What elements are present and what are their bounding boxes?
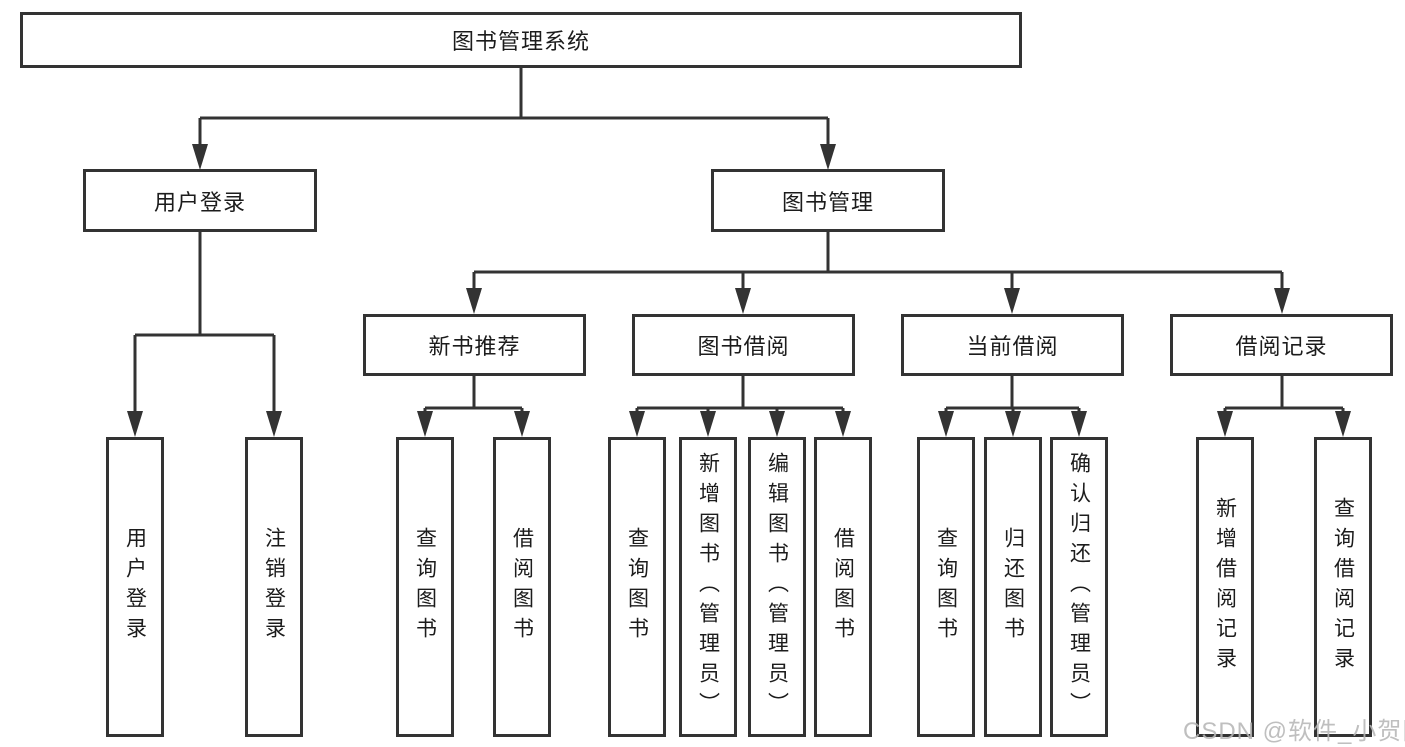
node-label: 注销登录 xyxy=(262,527,286,647)
arrow-down-icon xyxy=(1274,288,1290,314)
node-label: 借阅记录 xyxy=(1235,334,1328,359)
watermark: CSDN @软件_小贺同学 xyxy=(1183,718,1405,745)
arrow-down-icon xyxy=(1335,411,1351,437)
node-label: 图书管理系统 xyxy=(451,29,590,54)
node-label: 查询图书 xyxy=(413,527,437,647)
node-user-login: 用户登录 xyxy=(83,169,317,232)
node-library-management-system: 图书管理系统 xyxy=(20,12,1022,68)
wire-borrow-records-to-leaves xyxy=(1223,376,1345,411)
node-new-book-recommend: 新书推荐 xyxy=(363,314,586,376)
leaf-query-books-current: 查询图书 xyxy=(917,437,975,737)
leaf-borrow-books-borrow: 借阅图书 xyxy=(814,437,872,737)
leaf-add-borrow-record: 新增借阅记录 xyxy=(1196,437,1254,737)
arrow-down-icon xyxy=(1004,288,1020,314)
node-label: 新增借阅记录 xyxy=(1213,497,1237,677)
arrow-down-icon xyxy=(629,411,645,437)
node-label: 当前借阅 xyxy=(966,334,1059,359)
leaf-user-login: 用户登录 xyxy=(106,437,164,737)
node-label: 查询图书 xyxy=(934,527,958,647)
node-label: 新增图书（管理员） xyxy=(696,452,720,722)
leaf-query-books-recommend: 查询图书 xyxy=(396,437,454,737)
node-borrow-records: 借阅记录 xyxy=(1170,314,1393,376)
node-book-borrow: 图书借阅 xyxy=(632,314,855,376)
arrow-down-icon xyxy=(417,411,433,437)
node-label: 查询图书 xyxy=(625,527,649,647)
wire-new-book-to-leaves xyxy=(423,376,524,411)
node-label: 用户登录 xyxy=(123,527,147,647)
node-label: 确认归还（管理员） xyxy=(1067,452,1091,722)
arrow-down-icon xyxy=(735,288,751,314)
arrow-down-icon xyxy=(1005,411,1021,437)
arrow-down-icon xyxy=(835,411,851,437)
node-label: 借阅图书 xyxy=(831,527,855,647)
node-label: 归还图书 xyxy=(1001,527,1025,647)
arrow-down-icon xyxy=(192,144,208,170)
arrow-down-icon xyxy=(820,144,836,170)
leaf-confirm-return-admin: 确认归还（管理员） xyxy=(1050,437,1108,737)
arrow-down-icon xyxy=(514,411,530,437)
leaf-add-books-admin: 新增图书（管理员） xyxy=(679,437,737,737)
arrow-down-icon xyxy=(127,411,143,437)
node-label: 图书管理 xyxy=(781,189,874,215)
arrow-down-icon xyxy=(938,411,954,437)
node-label: 图书借阅 xyxy=(697,334,790,359)
node-label: 用户登录 xyxy=(153,189,246,215)
leaf-query-borrow-record: 查询借阅记录 xyxy=(1314,437,1372,737)
node-book-management: 图书管理 xyxy=(711,169,945,232)
wire-book-management-to-level3 xyxy=(472,232,1284,288)
node-label: 新书推荐 xyxy=(428,334,521,359)
wire-book-borrow-to-leaves xyxy=(635,376,845,411)
arrow-down-icon xyxy=(466,288,482,314)
leaf-borrow-books-recommend: 借阅图书 xyxy=(493,437,551,737)
arrow-down-icon xyxy=(769,411,785,437)
arrow-down-icon xyxy=(1217,411,1233,437)
wire-root-to-level2 xyxy=(198,68,830,144)
node-label: 编辑图书（管理员） xyxy=(765,452,789,722)
arrowheads xyxy=(127,144,1351,437)
leaf-logout: 注销登录 xyxy=(245,437,303,737)
wire-user-login-to-leaves xyxy=(133,232,276,411)
wire-current-borrow-to-leaves xyxy=(944,376,1081,411)
arrow-down-icon xyxy=(700,411,716,437)
leaf-edit-books-admin: 编辑图书（管理员） xyxy=(748,437,806,737)
leaf-return-books: 归还图书 xyxy=(984,437,1042,737)
arrow-down-icon xyxy=(266,411,282,437)
leaf-query-books-borrow: 查询图书 xyxy=(608,437,666,737)
node-current-borrow: 当前借阅 xyxy=(901,314,1124,376)
node-label: 查询借阅记录 xyxy=(1331,497,1355,677)
node-label: 借阅图书 xyxy=(510,527,534,647)
arrow-down-icon xyxy=(1071,411,1087,437)
